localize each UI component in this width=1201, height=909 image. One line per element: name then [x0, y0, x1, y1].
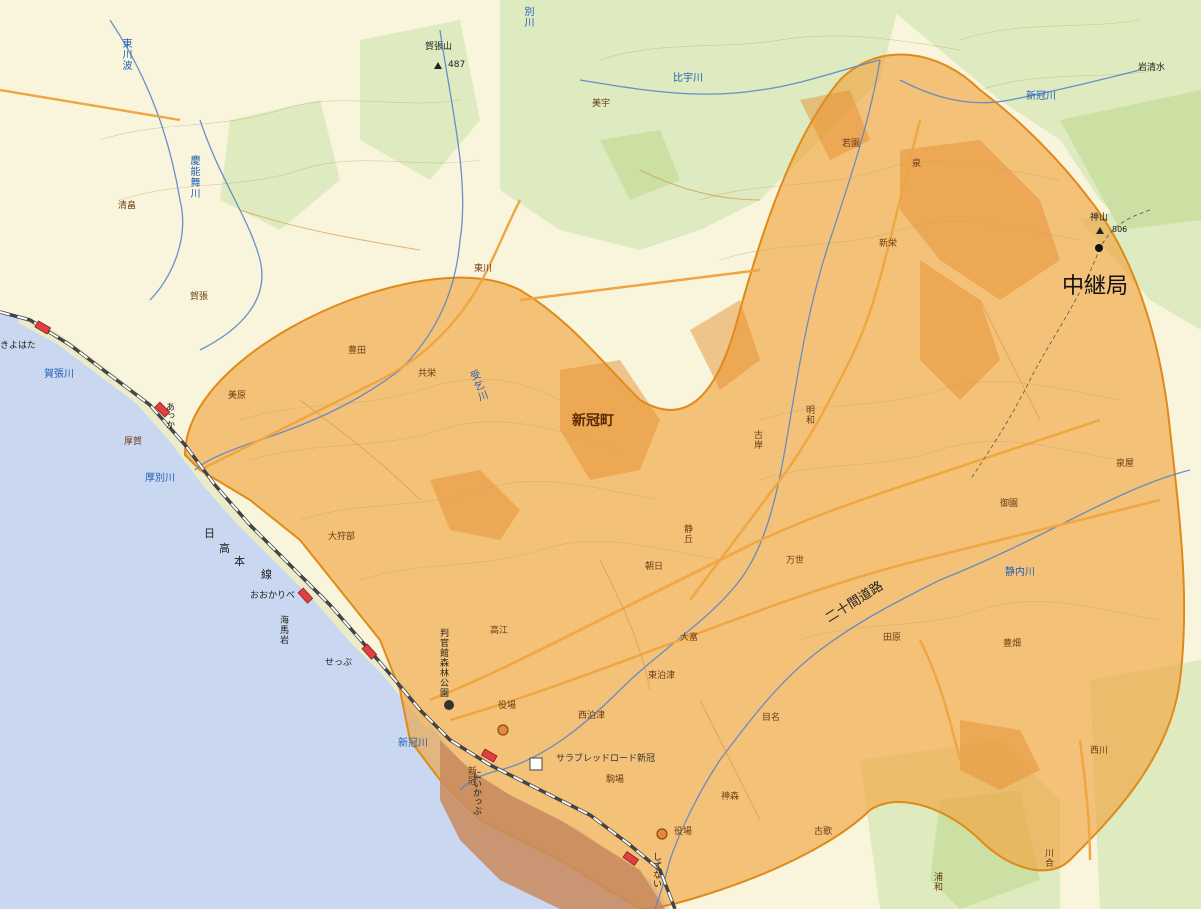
river-label: 新冠川 — [398, 738, 428, 749]
place-label: 役場 — [498, 701, 517, 711]
rail-line-label: 本 — [234, 555, 245, 568]
place-label: 岩清水 — [1138, 63, 1166, 73]
place-label: 西川 — [1090, 746, 1109, 756]
river-label: 東川波 — [120, 38, 131, 71]
sea-label: 新冠 — [466, 766, 476, 786]
place-label: 豊畑 — [1003, 639, 1022, 649]
minor-roads — [239, 169, 1041, 821]
place-label: 田原 — [883, 633, 902, 643]
sea — [0, 310, 670, 909]
place-label: 役場 — [674, 827, 693, 837]
station-label: 中継局 — [1062, 274, 1129, 299]
river-label: 比宇川 — [673, 73, 703, 84]
town-office-icon — [497, 724, 509, 736]
place-label: 静丘 — [682, 524, 692, 544]
station-name: せっぷ — [325, 658, 353, 668]
place-label: 高江 — [490, 626, 509, 636]
place-label: 豊田 — [348, 346, 367, 356]
place-label: 泉屋 — [1116, 459, 1135, 469]
place-label: 朝日 — [645, 562, 664, 572]
town-office-icon-2 — [656, 828, 668, 840]
place-label: 清畠 — [118, 201, 137, 211]
river-label: 慶能舞川 — [188, 155, 199, 199]
rail-line-label: 日 — [204, 527, 215, 540]
station-name: あっか — [164, 402, 174, 429]
peak-elevation: 487 — [448, 60, 466, 70]
place-label: 神森 — [721, 792, 740, 802]
station-name: きよはた — [0, 341, 36, 351]
park-icon — [444, 700, 454, 710]
place-label: 古歌 — [814, 827, 833, 837]
place-label: 明和 — [804, 405, 814, 425]
river-label: 新冠川 — [1026, 91, 1056, 102]
station-markers — [34, 320, 640, 866]
rail-line-label: 高 — [219, 542, 230, 555]
station-name: おおかりべ — [250, 591, 296, 601]
town-label: 新冠町 — [572, 413, 614, 429]
place-label: 泉 — [912, 159, 922, 169]
place-label: 厚賀 — [124, 437, 143, 447]
park-label: 判官館森林公園 — [438, 628, 448, 698]
place-label: 浦和 — [932, 872, 942, 892]
place-label: 西泊津 — [578, 711, 606, 721]
place-label: 美宇 — [592, 99, 611, 109]
place-label: 海馬岩 — [278, 615, 288, 645]
place-label: 東泊津 — [648, 671, 676, 681]
river-label: 静内川 — [1005, 567, 1035, 578]
place-label: 共栄 — [418, 369, 437, 379]
broadcast-coverage-area — [183, 53, 1186, 909]
place-label: 賀張 — [190, 292, 209, 302]
peak-icon-kabariyama — [434, 62, 442, 69]
place-label: 若園 — [842, 139, 861, 149]
boundary-line — [969, 247, 1101, 481]
place-label: 東川 — [474, 264, 493, 274]
peak-name: 賀張山 — [425, 42, 453, 52]
station-name: しずない — [651, 852, 661, 888]
place-label: 駒場 — [606, 775, 625, 785]
river-label: 賀張川 — [44, 369, 74, 380]
facility-icon — [529, 757, 543, 771]
facility-label: サラブレッドロード新冠 — [556, 754, 656, 764]
place-label: 古岸 — [752, 430, 762, 450]
river-label: 別川 — [522, 6, 533, 28]
place-label: 美原 — [228, 391, 247, 401]
station-name: にいかっぷ — [471, 770, 481, 815]
place-label: 川合 — [1043, 848, 1053, 868]
place-label: 大狩部 — [328, 532, 356, 542]
place-label: 万世 — [786, 556, 805, 566]
place-label: 御園 — [1000, 499, 1019, 509]
peak-name-2: 神山 — [1090, 213, 1109, 223]
boundary-line-2 — [1099, 209, 1151, 249]
peak-elevation-2: 806 — [1112, 225, 1128, 234]
peak-icon-kamiyama — [1096, 227, 1104, 234]
place-label: 目名 — [762, 713, 781, 723]
contour-lines — [99, 19, 1161, 641]
transmitter-marker — [1095, 244, 1103, 252]
railway-dash — [0, 311, 676, 909]
place-label: 大富 — [680, 633, 699, 643]
river-label: 厚別川 — [145, 473, 175, 484]
coverage-relief — [430, 90, 1060, 790]
place-label: 新栄 — [879, 239, 898, 249]
rail-line-label: 線 — [261, 568, 272, 581]
coverage-over-sea — [440, 740, 665, 909]
roads — [0, 88, 1161, 861]
